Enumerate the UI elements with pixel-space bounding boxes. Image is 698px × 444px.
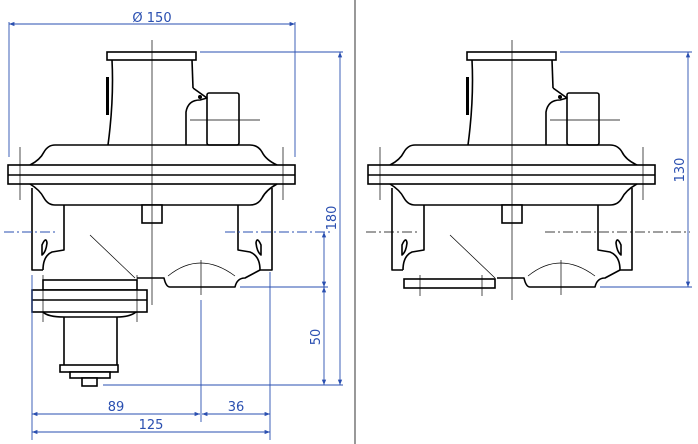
dim-height-180: 180	[325, 206, 340, 231]
left-view: Ø 150 180 50 89 36 125	[4, 11, 343, 440]
dim-width-89: 89	[108, 400, 125, 415]
dim-width-36: 36	[228, 400, 245, 415]
dim-width-125: 125	[139, 418, 164, 433]
dim-height-130: 130	[673, 158, 688, 183]
dim-height-50: 50	[309, 329, 324, 346]
dim-diameter: Ø 150	[132, 11, 171, 26]
right-view: 130	[366, 40, 692, 300]
